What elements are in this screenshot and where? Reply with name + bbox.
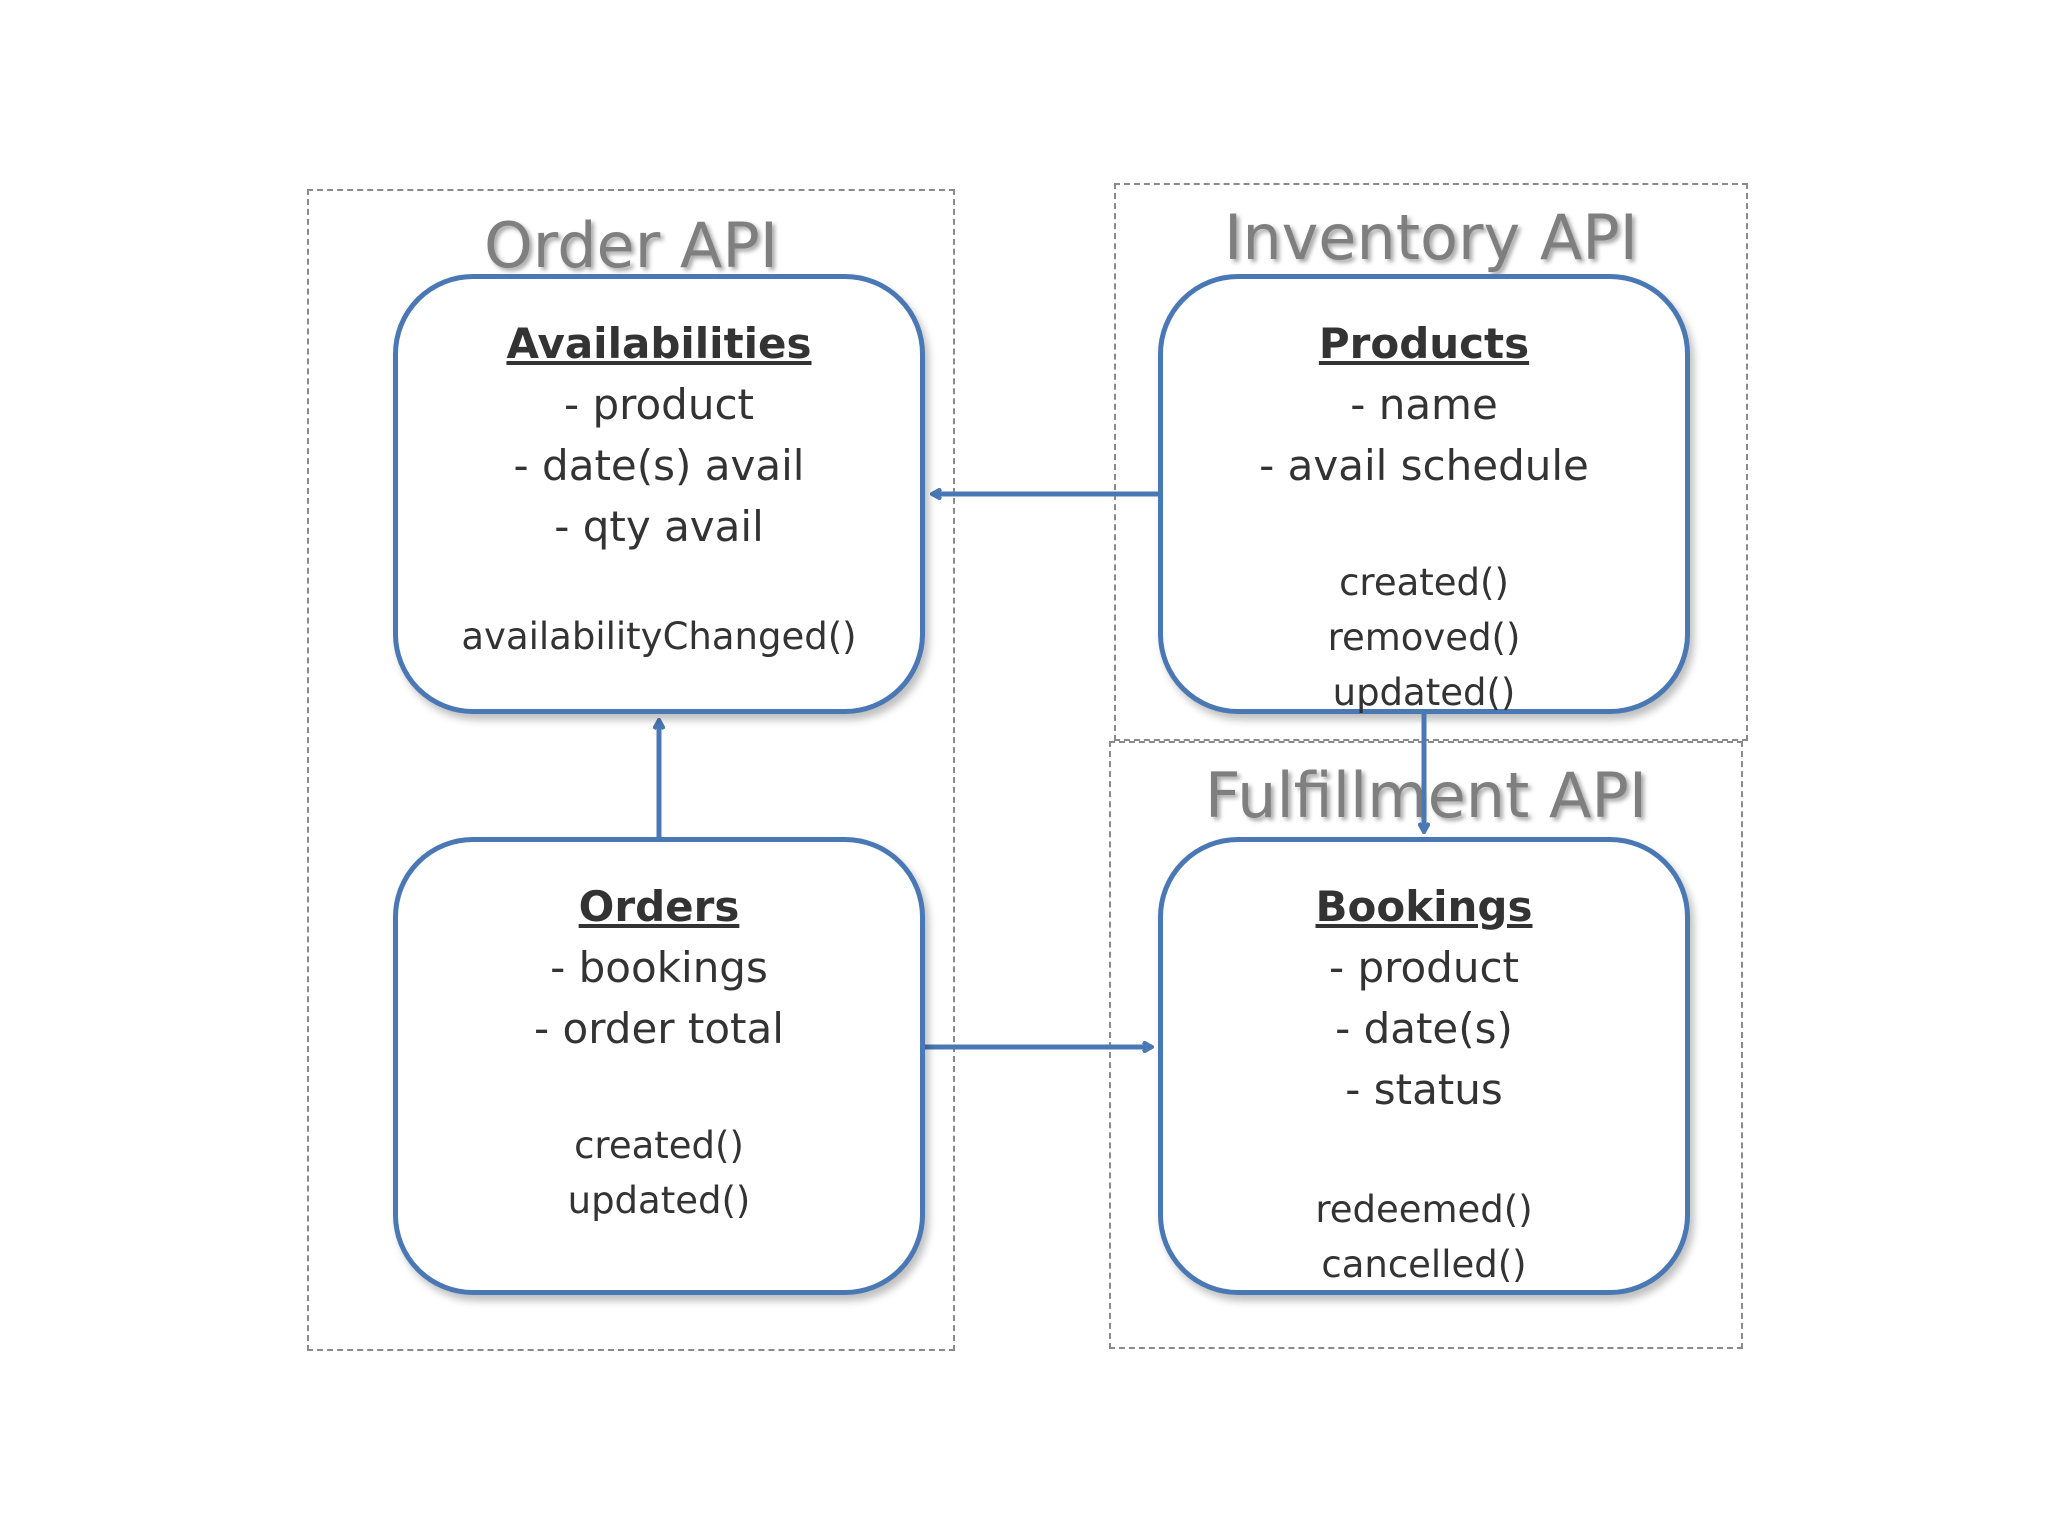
attribute: - status [1345, 1065, 1503, 1114]
attribute: - date(s) [1335, 1004, 1513, 1053]
method-list: redeemed() cancelled() [1163, 1182, 1685, 1292]
method-list: created() updated() [398, 1118, 920, 1228]
method-list: created() removed() updated() [1163, 555, 1685, 720]
products-box: Products - name - avail schedule created… [1158, 274, 1690, 714]
attribute: - product [563, 380, 755, 429]
entity-name: Availabilities [506, 319, 812, 368]
order-api-title: Order API [484, 209, 778, 282]
attribute: - qty avail [554, 502, 764, 551]
method: redeemed() [1315, 1188, 1533, 1231]
bookings-box: Bookings - product - date(s) - status re… [1158, 837, 1690, 1295]
entity-name: Products [1318, 319, 1530, 368]
method: updated() [567, 1179, 751, 1222]
attribute: - name [1350, 380, 1498, 429]
method-list: availabilityChanged() [398, 609, 920, 664]
orders-box: Orders - bookings - order total created(… [393, 837, 925, 1295]
method: updated() [1332, 671, 1516, 714]
method: created() [1339, 561, 1509, 604]
entity-name: Bookings [1315, 882, 1533, 931]
entity-name: Orders [578, 882, 740, 931]
method: created() [574, 1124, 744, 1167]
attribute: - order total [534, 1004, 784, 1053]
attribute: - avail schedule [1259, 441, 1589, 490]
attribute: - bookings [550, 943, 768, 992]
attribute: - product [1328, 943, 1520, 992]
order-api-group: Order API [307, 189, 955, 1351]
availabilities-box: Availabilities - product - date(s) avail… [393, 274, 925, 714]
method: removed() [1327, 616, 1521, 659]
method: availabilityChanged() [461, 615, 857, 658]
method: cancelled() [1321, 1243, 1527, 1286]
attribute: - date(s) avail [513, 441, 805, 490]
inventory-api-group: Inventory API [1114, 183, 1748, 741]
inventory-api-title: Inventory API [1224, 201, 1638, 274]
fulfillment-api-title: Fulfillment API [1204, 759, 1648, 832]
